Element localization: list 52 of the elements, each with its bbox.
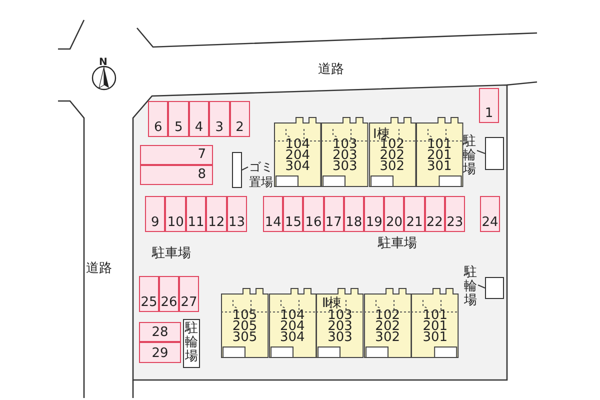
parking-space: 12 (206, 196, 227, 232)
apartment-unit: 102 202 302 (364, 288, 412, 358)
apartment-unit: 104 204 304 (274, 117, 322, 187)
parking-space: 25 (139, 276, 159, 312)
parking-space: 16 (303, 196, 324, 232)
parking-space: 22 (424, 196, 445, 232)
north-label: N (99, 57, 108, 68)
road-label: 道路 (318, 61, 344, 78)
parking-space: 23 (444, 196, 465, 232)
parking-space: 3 (209, 101, 230, 137)
parking-space: 24 (480, 196, 500, 232)
parking-space: 11 (186, 196, 206, 232)
parking-space: 4 (188, 101, 210, 137)
parking-space: 17 (324, 196, 344, 232)
parking-space: 5 (168, 101, 189, 137)
parking-space: 10 (165, 196, 186, 232)
parking-space: 8 (140, 165, 213, 185)
leader-line (478, 284, 486, 288)
area-label: 駐車場 (152, 245, 191, 262)
area-label: 駐輪場 (462, 135, 477, 179)
parking-space: 21 (404, 196, 425, 232)
bicycle-shed-box (485, 137, 504, 170)
area-label: 駐輪場 (463, 266, 478, 310)
parking-space: 15 (283, 196, 304, 232)
parking-space: 6 (148, 101, 168, 137)
parking-space: 29 (139, 342, 181, 363)
leader-line (476, 150, 486, 154)
apartment-unit: 103 203 303 (321, 117, 368, 187)
parking-space: 14 (263, 196, 284, 232)
parking-space: 7 (140, 145, 213, 165)
garbage-bin-box (232, 152, 242, 188)
bicycle-shed-box (485, 277, 504, 299)
parking-space: 2 (230, 101, 250, 137)
parking-space: 27 (179, 276, 199, 312)
apartment-unit: 105 205 305 (221, 288, 269, 358)
apartment-unit: 101 201 301 (411, 288, 459, 358)
parking-space: 20 (384, 196, 404, 232)
apartment-unit: 101 201 301 (416, 117, 463, 187)
parking-space: 28 (139, 322, 181, 342)
apartment-unit: 104 204 304 (268, 288, 316, 358)
leader-line (242, 166, 248, 170)
area-label: 駐車場 (378, 235, 417, 252)
parking-space: 19 (364, 196, 384, 232)
building-label: Ⅱ棟 (322, 295, 342, 311)
parking-space: 1 (479, 88, 499, 123)
parking-space: 9 (145, 196, 166, 232)
bicycle-shed-box: 駐輪場 (183, 319, 200, 368)
area-label: ゴミ置場 (248, 160, 274, 190)
road-label: 道路 (86, 260, 112, 277)
parking-space: 18 (344, 196, 364, 232)
parking-space: 13 (226, 196, 247, 232)
parking-space: 26 (159, 276, 179, 312)
